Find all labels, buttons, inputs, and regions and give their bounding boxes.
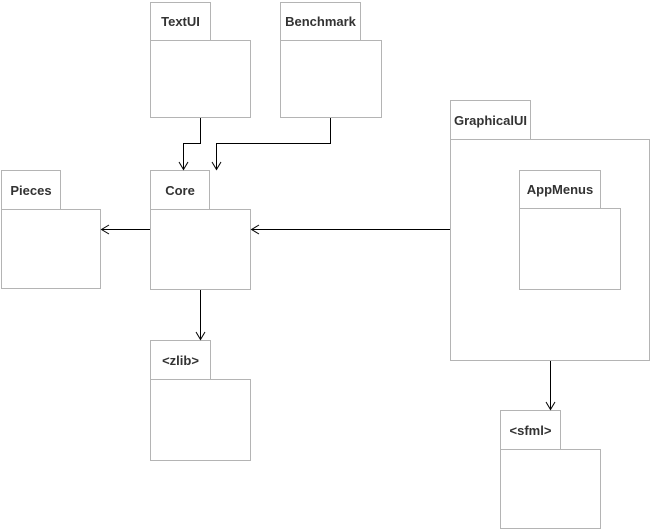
package-graphicalui[interactable]: GraphicalUI bbox=[450, 100, 531, 139]
arrow-graphicalui-to-sfml bbox=[545, 361, 556, 411]
arrow-textui-to-core bbox=[178, 118, 201, 171]
package-pieces-label: Pieces bbox=[10, 182, 52, 198]
package-pieces[interactable]: Pieces bbox=[1, 170, 61, 209]
package-sfml-label: <sfml> bbox=[509, 422, 552, 438]
package-core[interactable]: Core bbox=[150, 170, 210, 209]
package-benchmark-body[interactable] bbox=[280, 40, 382, 118]
package-sfml-body[interactable] bbox=[500, 449, 601, 529]
package-zlib-body[interactable] bbox=[150, 379, 251, 461]
package-pieces-body[interactable] bbox=[1, 209, 101, 289]
package-sfml[interactable]: <sfml> bbox=[500, 410, 561, 449]
package-textui[interactable]: TextUI bbox=[150, 2, 211, 40]
package-textui-body[interactable] bbox=[150, 40, 251, 118]
arrow-core-to-pieces bbox=[100, 224, 150, 235]
package-appmenus-body[interactable] bbox=[519, 208, 621, 290]
package-benchmark-label: Benchmark bbox=[285, 14, 356, 29]
package-core-body[interactable] bbox=[150, 209, 251, 290]
arrow-core-to-zlib bbox=[195, 290, 206, 341]
package-zlib-label: <zlib> bbox=[162, 352, 199, 368]
package-appmenus[interactable]: AppMenus bbox=[519, 170, 601, 208]
package-benchmark[interactable]: Benchmark bbox=[280, 2, 361, 40]
arrow-benchmark-to-core bbox=[211, 118, 331, 171]
package-core-label: Core bbox=[165, 182, 195, 198]
package-graphicalui-label: GraphicalUI bbox=[454, 112, 527, 128]
package-zlib[interactable]: <zlib> bbox=[150, 340, 211, 379]
arrow-graphicalui-to-core bbox=[250, 224, 450, 235]
package-appmenus-label: AppMenus bbox=[526, 182, 594, 197]
package-textui-label: TextUI bbox=[161, 14, 200, 29]
